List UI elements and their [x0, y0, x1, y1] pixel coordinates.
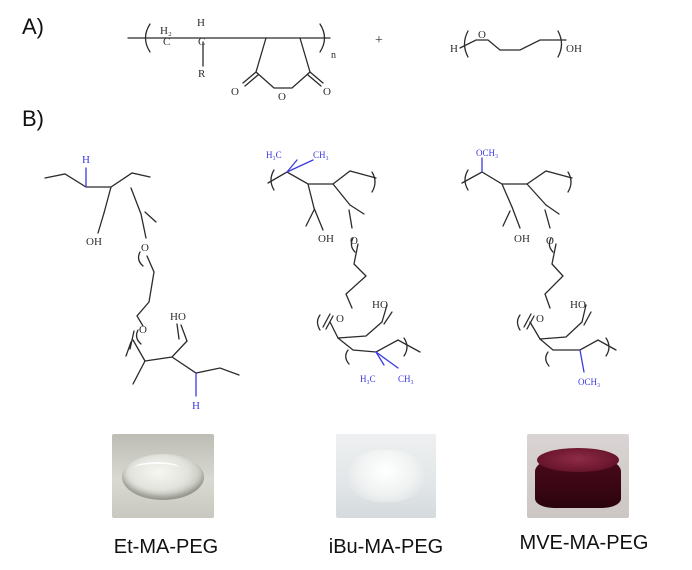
et-gel-highlight: [134, 462, 180, 474]
mve-gel-top: [537, 448, 619, 472]
ch2-label: H₂: [160, 25, 172, 37]
ibu-ma-peg-structure: [267, 159, 421, 369]
mve-ho: HO: [570, 299, 586, 311]
ibu-ch3-top: CH₃: [313, 150, 329, 160]
oh-end-label: OH: [566, 43, 582, 55]
polymer-repeat-unit: [127, 23, 331, 89]
panel-label-a: A): [22, 14, 44, 39]
h-end-label: H: [450, 43, 458, 55]
c1-label: C: [163, 36, 170, 48]
caption-mve: MVE-MA-PEG: [519, 532, 649, 554]
panel-label-b: B): [22, 106, 44, 131]
ibu-gel-disc: [348, 450, 424, 502]
et-ho: HO: [170, 311, 186, 323]
sample-photo-et: [112, 434, 214, 518]
sample-photo-mve: [527, 434, 629, 518]
mve-o-ester: O: [546, 235, 554, 247]
ibu-ch3-bottom: CH₃: [398, 374, 414, 384]
mve-o-lower: O: [536, 313, 544, 325]
ibu-ho: HO: [372, 299, 388, 311]
c2-label: C: [198, 36, 205, 48]
o-peg-label: O: [478, 29, 486, 41]
et-oh: OH: [86, 236, 102, 248]
o-ring-label: O: [278, 91, 286, 103]
mve-oh: OH: [514, 233, 530, 245]
caption-ibu: iBu-MA-PEG: [328, 536, 444, 558]
ibu-h3c-top: H₃C: [266, 150, 282, 160]
ibu-o-lower: O: [336, 313, 344, 325]
o-right-label: O: [323, 86, 331, 98]
et-o-lower: O: [139, 324, 147, 336]
repeat-n-label: n: [331, 50, 336, 61]
et-gel-disc: [122, 454, 204, 500]
reaction-scheme-figure: H₂ H C C R O O O n + H O OH H OH O HO O …: [44, 17, 617, 412]
ibu-h3c-bottom: H₃C: [360, 374, 376, 384]
et-h-top: H: [82, 154, 90, 166]
ch-h-label: H: [197, 17, 205, 29]
ibu-o-ester: O: [350, 235, 358, 247]
peg-chain: [459, 30, 567, 58]
ibu-oh: OH: [318, 233, 334, 245]
mve-och3-top: OCH₃: [476, 148, 498, 158]
mve-och3-bottom: OCH₃: [578, 377, 600, 387]
et-ma-peg-structure: [44, 167, 240, 397]
sample-photo-ibu: [336, 434, 436, 518]
caption-et: Et-MA-PEG: [113, 536, 219, 558]
et-o-ester: O: [141, 242, 149, 254]
et-h-bottom: H: [192, 400, 200, 412]
plus-sign: +: [375, 33, 383, 48]
o-left-label: O: [231, 86, 239, 98]
r-group-label: R: [198, 68, 206, 80]
mve-ma-peg-structure: [461, 157, 617, 373]
